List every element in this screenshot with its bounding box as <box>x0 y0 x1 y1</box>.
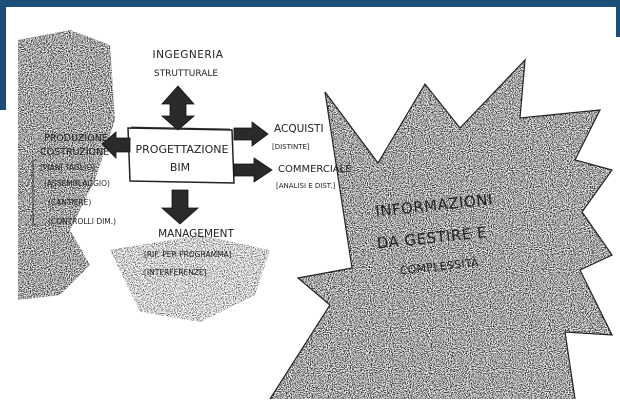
right-frame-bar <box>616 7 620 37</box>
top-label-line2: STRUTTURALE <box>154 69 219 79</box>
top-frame-bar <box>0 0 620 7</box>
arrow-right-mid <box>233 157 273 183</box>
right-mid-item: [ANALISI E DIST.] <box>276 182 335 190</box>
left-bracket <box>32 159 38 226</box>
bottom-item-1: [RIF. PER PROGRAMMA] <box>144 250 232 259</box>
left-item-2: (ASSEMBLAGGIO) <box>44 179 110 188</box>
bottom-item-2: [INTERFERENZE] <box>144 268 207 277</box>
top-label-line1: INGEGNERIA <box>153 49 224 61</box>
left-title-line2: COSTRUZIONE <box>40 147 109 158</box>
left-frame-bar <box>0 7 6 110</box>
left-item-4: (CONTROLLI DIM.) <box>48 217 116 226</box>
left-item-3: (CANTIERE) <box>48 198 91 207</box>
right-top-title: ACQUISTI <box>274 123 324 135</box>
right-top-item: [DISTINTE] <box>272 143 310 151</box>
left-title-line1: PRODUZIONE <box>44 133 108 144</box>
center-label-line1: PROGETTAZIONE <box>136 143 229 156</box>
bottom-title: MANAGEMENT <box>158 228 234 240</box>
arrow-up-down <box>160 85 196 131</box>
center-label-line2: BIM <box>170 161 190 174</box>
arrow-right-top <box>233 121 269 147</box>
right-mid-title: COMMERCIALE <box>278 164 352 175</box>
left-item-1: (PIANI TAGLIO) <box>40 163 95 172</box>
arrow-left <box>101 131 131 159</box>
arrow-down <box>160 189 200 225</box>
